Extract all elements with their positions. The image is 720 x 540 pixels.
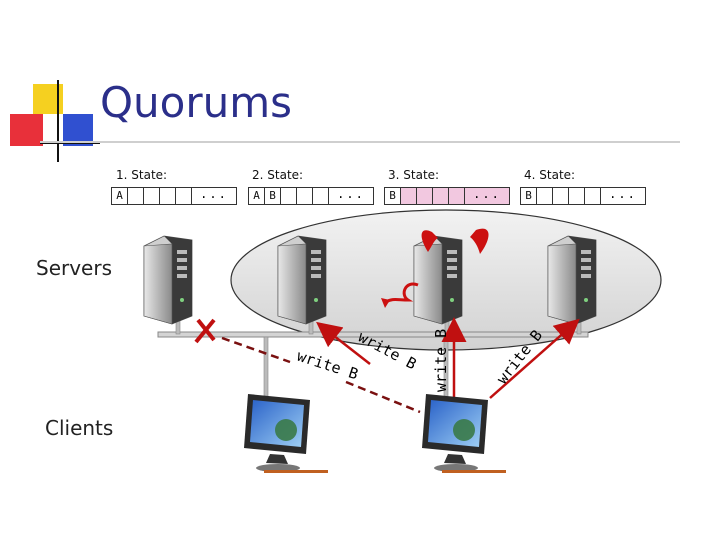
state-cell: B — [265, 188, 281, 204]
page-title: Quorums — [100, 78, 293, 127]
state-cell: A — [249, 188, 265, 204]
server-icon — [277, 235, 327, 325]
client-computer-icon — [422, 394, 506, 473]
client-computer-icon — [244, 394, 328, 473]
server-icon — [547, 235, 597, 325]
state-3-tape: B ... — [384, 187, 510, 205]
state-dots: ... — [200, 187, 228, 201]
servers-label: Servers — [36, 256, 113, 280]
state-cell — [433, 188, 449, 204]
state-cell — [281, 188, 297, 204]
write-label-3: write B — [432, 329, 450, 392]
state-3-label: 3. State: — [388, 168, 440, 182]
server-icon — [143, 235, 193, 325]
write-label-1: write B — [295, 347, 361, 384]
failure-x-icon — [194, 318, 216, 344]
state-cell: B — [385, 188, 401, 204]
state-cell — [569, 188, 585, 204]
write-arrow — [489, 318, 580, 399]
state-cell — [553, 188, 569, 204]
state-cell: A — [112, 188, 128, 204]
devil-horns-icon — [381, 228, 489, 308]
state-1-tape: A ... — [111, 187, 237, 205]
state-4-label: 4. State: — [524, 168, 576, 182]
state-cell — [160, 188, 176, 204]
write-arrow — [316, 321, 371, 365]
state-dots: ... — [337, 187, 365, 201]
title-underline — [40, 141, 680, 143]
state-cell — [585, 188, 601, 204]
state-dots: ... — [609, 187, 637, 201]
clients-label: Clients — [45, 416, 114, 440]
state-2-label: 2. State: — [252, 168, 304, 182]
state-cell — [449, 188, 465, 204]
state-cell — [176, 188, 192, 204]
state-cell — [401, 188, 417, 204]
state-cell: B — [521, 188, 537, 204]
state-cell — [417, 188, 433, 204]
state-2-tape: A B ... — [248, 187, 374, 205]
state-cell — [128, 188, 144, 204]
failed-write-path — [345, 380, 421, 414]
failed-write-path — [221, 336, 291, 364]
state-cell — [537, 188, 553, 204]
state-cell — [144, 188, 160, 204]
state-cell — [297, 188, 313, 204]
state-dots: ... — [465, 188, 509, 204]
state-cell — [313, 188, 329, 204]
state-4-tape: B ... — [520, 187, 646, 205]
server-icon — [413, 235, 463, 325]
state-1-label: 1. State: — [116, 168, 168, 182]
